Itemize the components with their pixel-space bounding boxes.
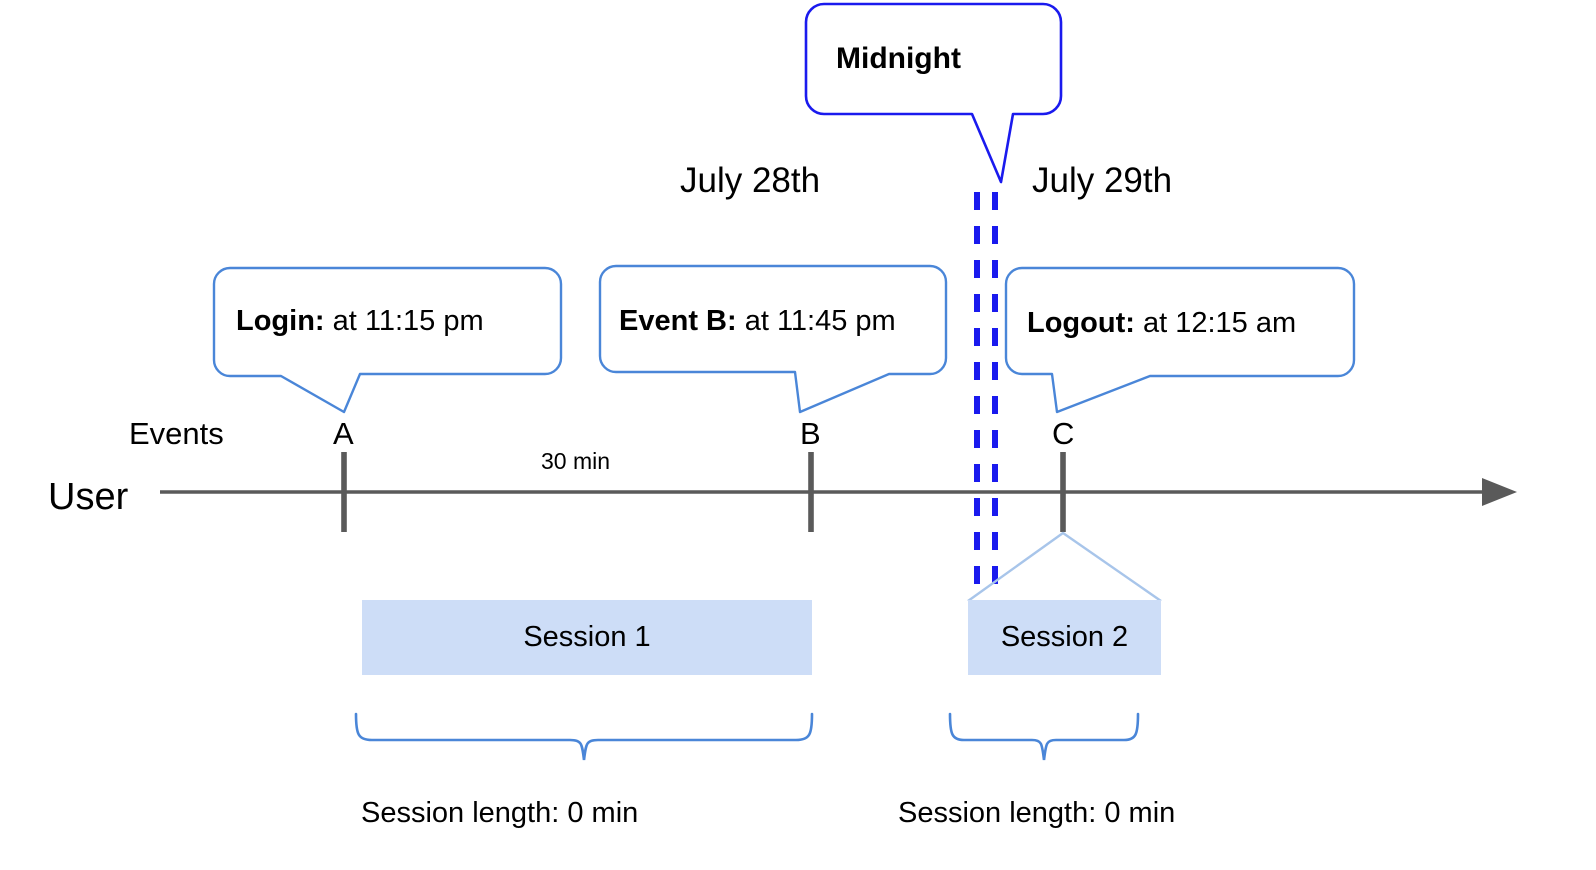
- event-b-callout-lead: Event B:: [619, 305, 737, 337]
- session-1-length-label: Session length: 0 min: [361, 797, 639, 829]
- duration-label-a-to-b: 30 min: [541, 448, 611, 474]
- session-1-brace: [354, 712, 814, 761]
- midnight-callout-label: Midnight: [836, 42, 961, 75]
- session-2-connector: [967, 531, 1162, 602]
- event-marker-label-a: A: [333, 416, 354, 451]
- event-marker-label-b: B: [800, 416, 821, 451]
- day-label-july-28: July 28th: [680, 161, 821, 200]
- login-callout-detail: at 11:15 pm: [324, 305, 484, 337]
- session-2-length-label: Session length: 0 min: [898, 797, 1176, 829]
- session-2-box: Session 2: [968, 600, 1161, 675]
- logout-callout-shape: [1004, 266, 1356, 414]
- event-b-callout-text: Event B: at 11:45 pm: [619, 307, 896, 336]
- user-row-label: User: [48, 476, 129, 518]
- logout-callout-lead: Logout:: [1027, 307, 1135, 339]
- session-1-label: Session 1: [523, 621, 651, 653]
- events-row-label: Events: [129, 416, 224, 451]
- midnight-dashed-lines: [974, 192, 998, 590]
- logout-callout-text: Logout: at 12:15 am: [1027, 309, 1296, 338]
- login-callout-text: Login: at 11:15 pm: [236, 307, 484, 336]
- timeline-axis: [160, 478, 1517, 506]
- session-1-box: Session 1: [362, 600, 812, 675]
- midnight-callout-shape: [804, 2, 1063, 184]
- logout-callout-detail: at 12:15 am: [1134, 307, 1297, 339]
- day-label-july-29: July 29th: [1032, 161, 1173, 200]
- event-b-callout-detail: at 11:45 pm: [736, 305, 896, 337]
- login-callout-lead: Login:: [236, 305, 325, 337]
- event-tick-marks: [341, 452, 1066, 532]
- session-2-brace: [948, 712, 1140, 761]
- login-callout-shape: [212, 266, 563, 414]
- event-b-callout-shape: [598, 264, 948, 414]
- session-2-label: Session 2: [1000, 621, 1129, 653]
- event-marker-label-c: C: [1052, 416, 1075, 451]
